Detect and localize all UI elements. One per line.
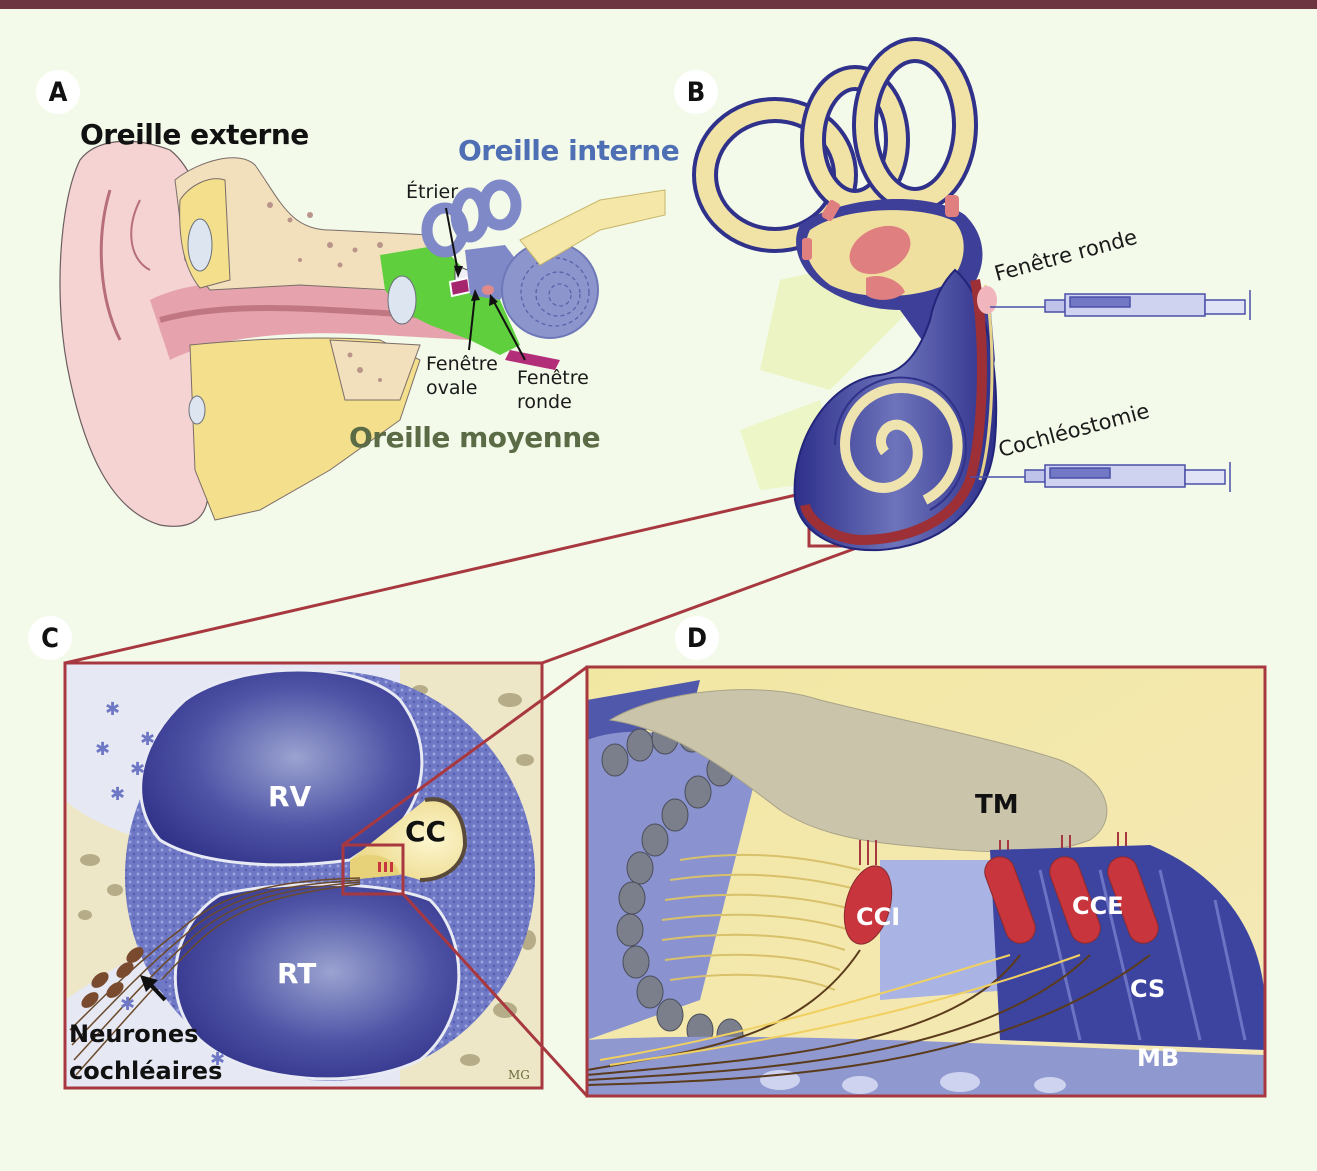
svg-text:✱: ✱ [210, 1049, 225, 1070]
round-window-label-line1: Fenêtre [517, 367, 589, 389]
syringe-round-window [990, 290, 1251, 320]
cochlear-neurons-label-line1: Neurones [69, 1020, 199, 1048]
svg-text:✱: ✱ [110, 784, 125, 805]
panel-b-label: B [674, 70, 718, 114]
panel-a-illustration [59, 140, 666, 527]
panel-d-label: D [675, 616, 719, 660]
svg-text:✱: ✱ [95, 739, 110, 760]
panel-a-label: A [36, 70, 80, 114]
panel-c-label: C [28, 616, 72, 660]
stapes-label: Étrier [406, 181, 459, 203]
svg-text:✱: ✱ [130, 759, 145, 780]
svg-text:✱: ✱ [140, 729, 155, 750]
oval-window-label-line1: Fenêtre [426, 353, 498, 375]
outer-hair-cells-label: CCE [1072, 892, 1124, 920]
cochlear-canal-label: CC [405, 815, 447, 848]
panel-c-frame [63, 661, 544, 1090]
cochlear-neurons-label-line2: cochléaires [69, 1057, 223, 1085]
panel-b-illustration [692, 37, 1251, 552]
svg-text:✱: ✱ [105, 699, 120, 720]
basilar-membrane-label: MB [1137, 1044, 1180, 1072]
svg-text:✱: ✱ [120, 994, 135, 1015]
panel-d-illustration [587, 667, 1265, 1096]
round-window-label-line2: ronde [517, 391, 572, 413]
top-color-bar [0, 0, 1317, 9]
inner-hair-cell-label: CCI [856, 903, 901, 931]
middle-ear-title: Oreille moyenne [349, 421, 601, 454]
scala-vestibuli-label: RV [268, 780, 312, 813]
oval-window-label-line2: ovale [426, 377, 478, 399]
outer-ear-title: Oreille externe [80, 118, 309, 151]
supporting-cells-label: CS [1130, 975, 1166, 1003]
tectorial-membrane-label: TM [975, 790, 1019, 820]
zoom-connector-c-d [341, 665, 589, 1098]
scala-tympani-label: RT [277, 957, 317, 990]
inner-ear-title: Oreille interne [458, 134, 680, 167]
artist-signature: MG [508, 1068, 530, 1082]
panel-d-frame [585, 665, 1267, 1098]
syringe-cochleostomy [970, 462, 1231, 492]
panel-c-illustration: ✱✱✱ ✱✱✱ ✱✱ [65, 663, 542, 1088]
